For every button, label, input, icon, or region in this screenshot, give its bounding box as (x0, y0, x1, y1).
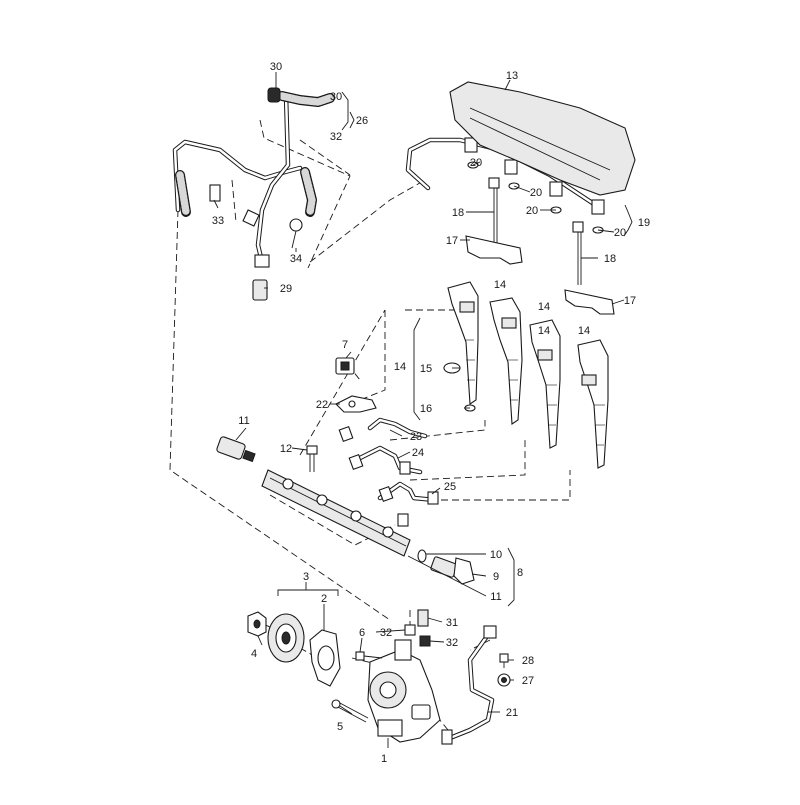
callout-18-a: 18 (452, 207, 464, 219)
callout-21: 21 (506, 707, 518, 719)
pump-sprocket-3 (267, 613, 305, 663)
callout-32-b: 32 (446, 637, 458, 649)
callout-22: 22 (316, 399, 328, 411)
callout-14-group: 14 (394, 361, 406, 373)
hp-pipes (338, 417, 439, 505)
callout-16: 16 (420, 403, 432, 415)
injector-clamps (465, 235, 615, 315)
bolt-5 (331, 699, 369, 723)
injector-1 (447, 281, 479, 405)
callout-29: 29 (280, 283, 292, 295)
high-pressure-pump (367, 639, 441, 743)
callout-10: 10 (490, 549, 502, 561)
callout-32-a: 32 (380, 627, 392, 639)
callout-14-c: 14 (578, 325, 590, 337)
callout-31: 31 (446, 617, 458, 629)
callout-9: 9 (493, 571, 499, 583)
callout-25: 25 (444, 481, 456, 493)
callout-7: 7 (342, 339, 348, 351)
bracket-22 (335, 395, 377, 413)
fuel-rail (261, 469, 411, 557)
callout-20-c: 20 (526, 205, 538, 217)
callout-20-d: 20 (614, 227, 626, 239)
bolt-28 (499, 653, 509, 668)
callout-1: 1 (381, 753, 387, 765)
callout-8: 8 (517, 567, 523, 579)
callout-18-b: 18 (604, 253, 616, 265)
callout-34: 34 (290, 253, 302, 265)
callout-14-b: 14 (538, 301, 550, 313)
callout-20-a: 20 (470, 157, 482, 169)
sensor-7 (335, 357, 355, 375)
callout-11-left: 11 (238, 415, 249, 427)
engine-cover (449, 81, 636, 196)
nut-4 (247, 611, 267, 637)
callout-33: 33 (212, 215, 224, 227)
injector-3 (529, 319, 561, 449)
callout-labels: 1 2 3 4 5 6 7 8 9 10 11 11 12 13 14 14 1… (212, 61, 650, 765)
pressure-sender-11 (216, 436, 256, 463)
bolt-34 (289, 218, 303, 249)
callout-17-b: 17 (624, 295, 636, 307)
callout-26: 26 (356, 115, 368, 127)
callout-28: 28 (522, 655, 534, 667)
callout-5: 5 (337, 721, 343, 733)
callout-32-c: 32 (330, 131, 342, 143)
callout-3: 3 (303, 571, 309, 583)
callout-15: 15 (420, 363, 432, 375)
pressure-valve-9 (417, 549, 475, 585)
injector-4 (577, 339, 609, 469)
callout-13: 13 (506, 70, 518, 82)
return-hose-assembly (172, 87, 335, 301)
fitting-27 (497, 673, 511, 687)
callout-2: 2 (321, 593, 327, 605)
callout-27: 27 (522, 675, 534, 687)
callout-14-d: 14 (538, 325, 550, 337)
callout-19: 19 (638, 217, 650, 229)
leader-lines (213, 72, 633, 748)
callout-23: 23 (410, 431, 422, 443)
bolt-12 (306, 445, 318, 472)
callout-11-right: 11 (490, 591, 501, 603)
callout-12: 12 (280, 443, 292, 455)
hub-2 (309, 629, 341, 687)
callout-24: 24 (412, 447, 424, 459)
injector-2 (489, 297, 523, 425)
callout-20-b: 20 (530, 187, 542, 199)
callout-6: 6 (359, 627, 365, 639)
callout-14-a: 14 (494, 279, 506, 291)
callout-30-b: 30 (330, 91, 342, 103)
callout-4: 4 (251, 648, 257, 660)
injectors (443, 281, 609, 469)
callout-17-a: 17 (446, 235, 458, 247)
callout-30-a: 30 (270, 61, 282, 73)
dashed-assembly-lines (169, 119, 571, 731)
supply-pipe-21 (441, 625, 497, 745)
